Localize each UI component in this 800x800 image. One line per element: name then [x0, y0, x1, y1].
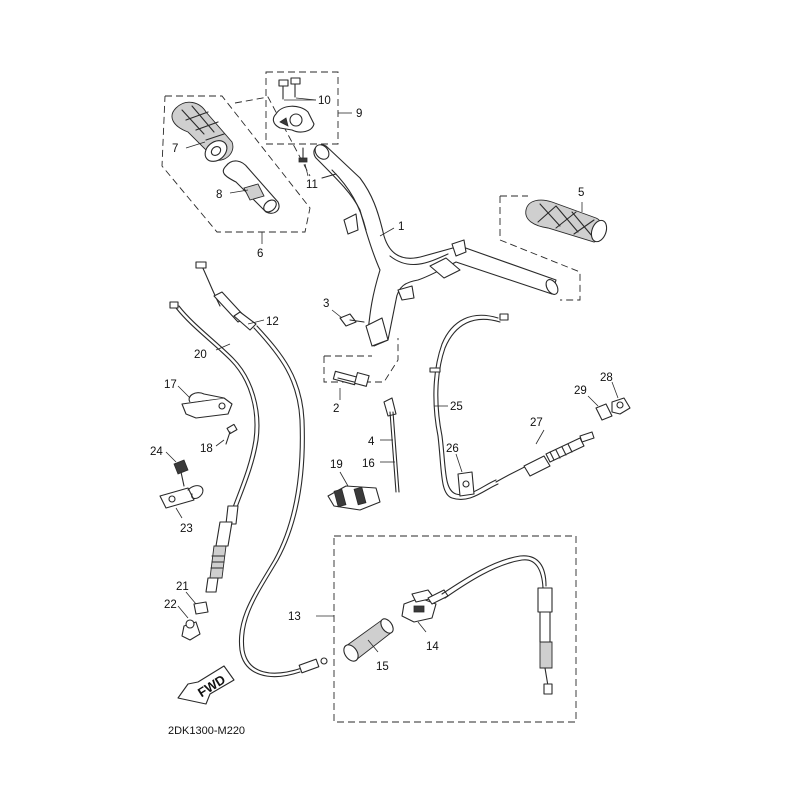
callout-5: 5: [578, 187, 584, 199]
callout-8: 8: [216, 189, 222, 201]
callout-28: 28: [600, 372, 613, 384]
cap-nut-22-part: [181, 619, 201, 641]
callout-12: 12: [266, 316, 279, 328]
callout-24: 24: [150, 446, 163, 458]
callout-9: 9: [356, 108, 362, 120]
part-29: [595, 403, 613, 421]
grip-tube-part: [343, 618, 394, 662]
callout-4: 4: [368, 436, 375, 448]
nut-21-part: [193, 601, 209, 615]
grip-assembly-group-6: 7 8 6: [161, 95, 311, 260]
callout-20: 20: [194, 349, 207, 361]
handlebar-part: [313, 144, 559, 347]
callout-22: 22: [164, 599, 177, 611]
screw-24-part: [173, 459, 189, 487]
callout-21: 21: [176, 581, 189, 593]
callout-10: 10: [318, 95, 331, 107]
cable-assembly-group-13: 13 14 15: [288, 535, 577, 723]
callout-2: 2: [333, 403, 339, 415]
callout-7: 7: [172, 143, 178, 155]
callout-11: 11: [306, 179, 318, 191]
right-grip-group-5: 5: [499, 187, 608, 301]
callout-29: 29: [574, 385, 587, 397]
lever-holder-part: [401, 589, 449, 623]
fwd-arrow: FWD: [177, 665, 235, 705]
part-28: [611, 397, 631, 415]
brake-cable-25-part: [429, 313, 509, 500]
cable-27-part: [495, 431, 595, 483]
callout-1: 1: [398, 221, 404, 233]
callout-15: 15: [376, 661, 389, 673]
screw-18-part: [225, 423, 238, 445]
bracket-26-part: [457, 471, 475, 497]
switch-housing-group-9: 9 10 11: [265, 71, 362, 191]
throttle-tube-part: [222, 160, 280, 214]
callout-18: 18: [200, 443, 213, 455]
bracket-23-part: [159, 485, 204, 509]
callout-26: 26: [446, 443, 459, 455]
callout-25: 25: [450, 401, 463, 413]
throttle-housing-part: [272, 105, 315, 133]
throttle-cable-part: [195, 261, 328, 678]
callout-14: 14: [426, 641, 439, 653]
callout-16: 16: [362, 458, 375, 470]
left-grip-part: [171, 101, 234, 162]
right-grip-part: [525, 199, 608, 243]
callout-23: 23: [180, 523, 193, 535]
callout-17: 17: [164, 379, 177, 391]
small-screw-part: [298, 147, 308, 163]
cable-band-part: [383, 397, 400, 493]
callout-19: 19: [330, 459, 343, 471]
cable-clamp-part: [327, 485, 381, 511]
callout-13: 13: [288, 611, 301, 623]
callout-6: 6: [257, 248, 263, 260]
callout-27: 27: [530, 417, 543, 429]
callout-3: 3: [323, 298, 329, 310]
cable-holder-part: [181, 392, 233, 419]
diagram-code: 2DK1300-M220: [168, 725, 245, 737]
bolt-3-part: [339, 313, 365, 327]
screw-pair-part: [278, 77, 301, 100]
bolt-2-part: [332, 370, 370, 387]
left-cable-part: [169, 301, 260, 593]
